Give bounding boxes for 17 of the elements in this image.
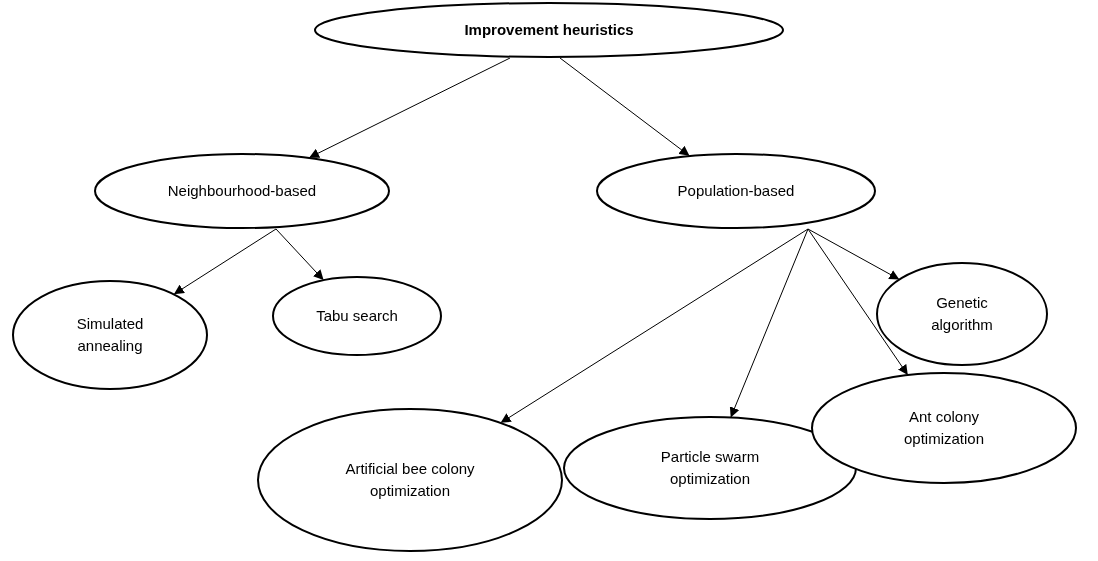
node-label: Ant colony optimization: [902, 407, 985, 449]
node-label: Genetic algorithm: [930, 293, 994, 335]
arrow: [500, 228, 809, 423]
arrow: [275, 228, 324, 281]
node-label: Population-based: [676, 181, 796, 202]
node-label: Tabu search: [315, 306, 399, 327]
node-label: Simulated annealing: [75, 314, 145, 356]
node-label: Artificial bee colony optimization: [344, 459, 476, 501]
arrow: [309, 57, 511, 158]
arrow: [173, 228, 277, 295]
node-label: Neighbourhood-based: [166, 181, 318, 202]
node-label: Improvement heuristics: [463, 20, 635, 41]
arrow: [559, 57, 690, 156]
arrow: [807, 228, 908, 375]
node-label: Particle swarm optimization: [659, 447, 761, 489]
arrow: [729, 228, 809, 418]
arrow: [807, 228, 900, 280]
